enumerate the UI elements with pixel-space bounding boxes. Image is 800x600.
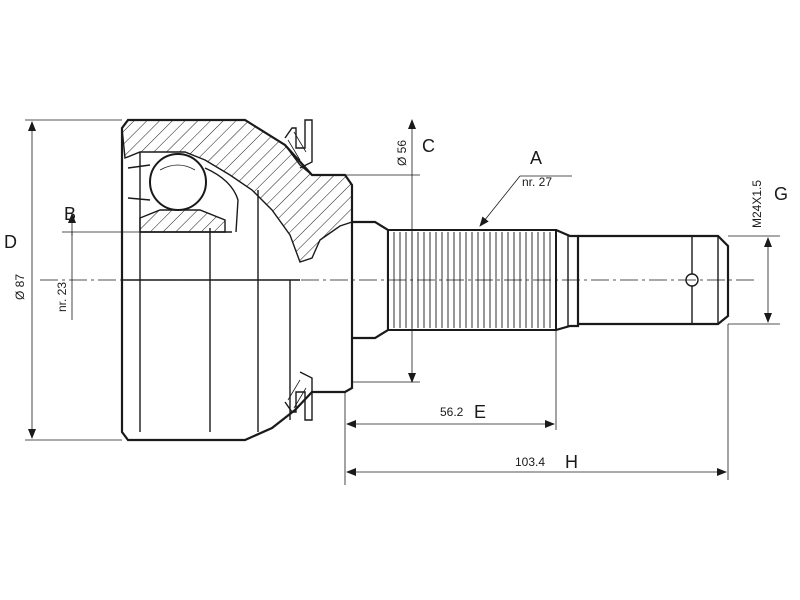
boot-clamp-bottom (284, 371, 313, 421)
dimension-b-value: nr. 23 (55, 282, 69, 312)
cv-joint-housing (120, 118, 354, 442)
dimension-d: D Ø 87 (4, 119, 122, 441)
dimension-h-value: 103.4 (515, 455, 545, 469)
label-h: H (565, 452, 578, 472)
dimension-e: 56.2 E (344, 330, 557, 485)
boot-clamp-top (284, 119, 313, 169)
dimension-d-value: Ø 87 (13, 274, 27, 300)
label-d: D (4, 232, 17, 252)
dimension-b: B nr. 23 (55, 204, 140, 320)
housing-outline (120, 118, 354, 442)
dimension-a: A nr. 27 (479, 148, 572, 227)
label-g: G (774, 184, 788, 204)
label-a: A (530, 148, 542, 168)
ball-bearing (149, 153, 207, 211)
dimension-g-value: M24X1.5 (750, 180, 764, 228)
housing-section-hatch (121, 119, 353, 263)
dimension-e-value: 56.2 (440, 405, 464, 419)
dimension-h: 103.4 H (346, 324, 729, 480)
dimension-g: G M24X1.5 (728, 180, 788, 325)
dimension-c-value: Ø 56 (395, 140, 409, 166)
dimension-c: C Ø 56 (345, 119, 435, 383)
inner-race-hatch (139, 209, 226, 233)
label-e: E (474, 402, 486, 422)
dimension-a-value: nr. 27 (522, 175, 552, 189)
label-c: C (422, 136, 435, 156)
label-b: B (64, 204, 76, 224)
